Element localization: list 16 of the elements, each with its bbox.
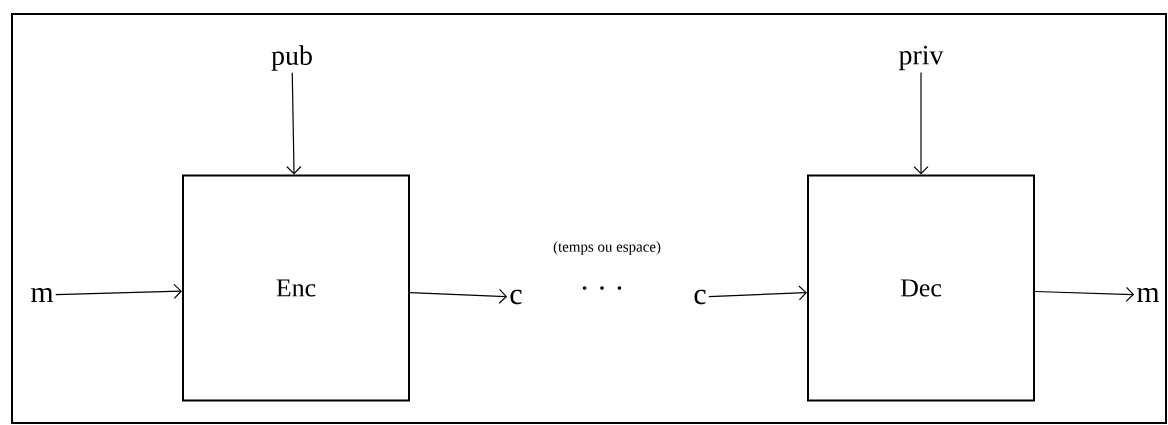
ellipsis: · · · <box>582 286 622 290</box>
process-box: Dec <box>807 174 1035 402</box>
arrow <box>409 288 508 304</box>
variable-label: c <box>694 289 706 305</box>
variable-label: m <box>1137 287 1160 303</box>
arrow <box>1034 286 1135 302</box>
variable-label: c <box>510 289 522 305</box>
arrow <box>55 283 182 299</box>
edge-note: (temps ou espace) <box>553 241 661 255</box>
variable-label: priv <box>899 45 944 71</box>
arrow <box>286 72 302 175</box>
process-box: Enc <box>182 174 410 402</box>
arrow <box>708 285 807 301</box>
arrow <box>913 71 929 175</box>
variable-label: m <box>31 287 54 303</box>
variable-label: pub <box>271 45 312 71</box>
